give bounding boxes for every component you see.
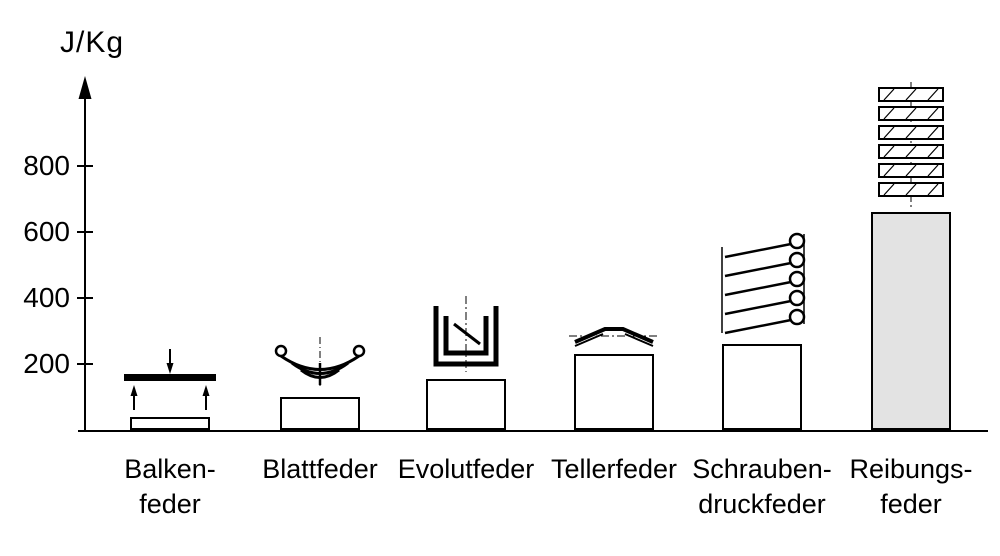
volute-spring-icon — [426, 294, 506, 374]
y-tick-label: 600 — [23, 216, 70, 247]
bar-leaf-spring — [280, 397, 360, 430]
helical-compression-spring-icon — [712, 227, 812, 339]
y-axis-arrowhead-icon — [78, 76, 92, 99]
bar-beam-spring — [130, 417, 210, 430]
category-label: Balken-feder — [124, 454, 216, 519]
y-tick-label: 200 — [23, 348, 70, 379]
bar-friction-spring — [871, 212, 951, 430]
leaf-spring-icon — [270, 330, 370, 392]
friction-spring-icon — [866, 82, 956, 207]
category-label: Tellerfeder — [550, 454, 678, 484]
bar-volute-spring — [426, 379, 506, 430]
category-label: Blattfeder — [262, 454, 378, 484]
category-label: Schrauben-druckfeder — [692, 454, 832, 519]
category-label: Reibungs-feder — [849, 454, 973, 519]
bar-helical-compression-spring — [722, 344, 802, 430]
y-axis-label: J/Kg — [60, 26, 125, 59]
category-label: Evolutfeder — [397, 454, 535, 484]
y-tick-label: 400 — [23, 282, 70, 313]
disc-spring-icon — [569, 321, 659, 349]
bar-disc-spring — [574, 354, 654, 430]
beam-spring-icon — [120, 344, 220, 414]
y-tick-label: 800 — [23, 150, 70, 181]
